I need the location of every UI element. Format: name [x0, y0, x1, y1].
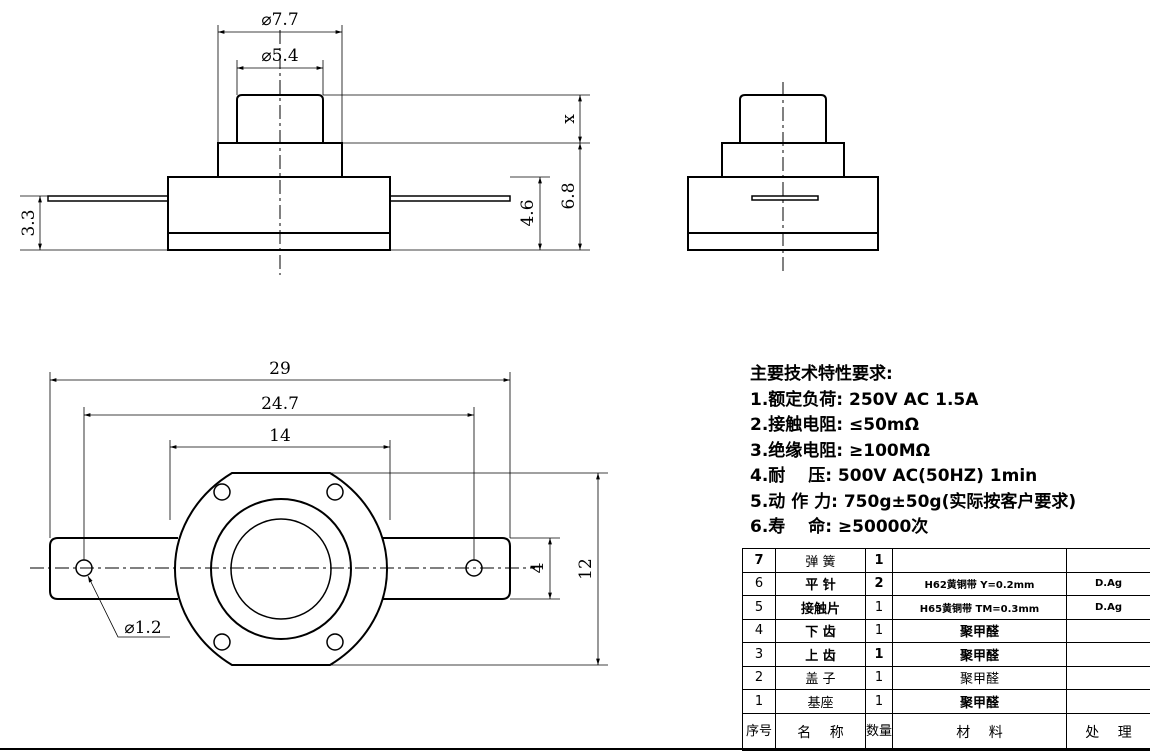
plan-collar-circle [210, 498, 352, 640]
bom-name: 上 齿 [775, 642, 866, 667]
bom-name: 下 齿 [775, 618, 866, 643]
bom-row: 4 下 齿 1 聚甲醛 [742, 618, 1150, 643]
bom-treatment: D.Ag [1066, 595, 1150, 620]
bom-row: 7 弹 簧 1 [742, 548, 1150, 573]
bom-qty: 2 [865, 571, 893, 596]
bom-name: 弹 簧 [775, 548, 866, 573]
dim-w-holes: 24.7 [261, 394, 299, 414]
bom-qty: 1 [865, 618, 893, 643]
dim-d-outer: ⌀7.7 [261, 10, 298, 30]
side-view [687, 82, 879, 275]
bom-material: H62黄铜带 Y=0.2mm [892, 571, 1067, 596]
spec-line: 6.寿 命: ≥50000次 [750, 517, 929, 537]
side-pin [751, 195, 819, 201]
plan-hole-bl [213, 633, 231, 651]
spec-block: 主要技术特性要求: 1.额定负荷: 250V AC 1.5A 2.接触电阻: ≤… [750, 362, 1076, 541]
bom-qty: 1 [865, 665, 893, 690]
dim-w-body: 14 [269, 426, 291, 446]
bom-row: 2 盖 子 1 聚甲醛 [742, 665, 1150, 690]
bom-row: 5 接触片 1 H65黄铜带 TM=0.3mm D.Ag [742, 595, 1150, 620]
bom-row: 6 平 针 2 H62黄铜带 Y=0.2mm D.Ag [742, 571, 1150, 596]
bom-treatment [1066, 689, 1150, 714]
bom-treatment [1066, 618, 1150, 643]
bom-treatment [1066, 642, 1150, 667]
bom-header-row: 序号 名 称 数量 材 料 处 理 [742, 712, 1150, 751]
spec-line: 3.绝缘电阻: ≥100MΩ [750, 440, 931, 461]
bom-name: 基座 [775, 689, 866, 714]
bom-treatment [1066, 665, 1150, 690]
bom-header-no: 序号 [742, 712, 776, 751]
bom-no: 3 [742, 642, 776, 667]
dim-w-overall: 29 [269, 359, 291, 379]
bom-material: H65黄铜带 TM=0.3mm [892, 595, 1067, 620]
bottom-border [0, 748, 1150, 750]
spec-line: 2.接触电阻: ≤50mΩ [750, 415, 920, 435]
bom-name: 接触片 [775, 595, 866, 620]
bom-qty: 1 [865, 689, 893, 714]
dim-d-inner: ⌀5.4 [261, 46, 298, 66]
bom-table: 7 弹 簧 1 6 平 针 2 H62黄铜带 Y=0.2mm D.Ag 5 接触… [742, 548, 1150, 751]
bom-material: 聚甲醛 [892, 689, 1067, 714]
plan-hole-br [326, 633, 344, 651]
plan-view [30, 372, 608, 666]
front-button [236, 94, 324, 143]
bom-treatment: D.Ag [1066, 571, 1150, 596]
bom-no: 7 [742, 548, 776, 573]
dim-d-hole: ⌀1.2 [124, 618, 161, 638]
bom-row: 1 基座 1 聚甲醛 [742, 689, 1150, 714]
bom-material: 聚甲醛 [892, 618, 1067, 643]
bom-qty: 1 [865, 548, 893, 573]
dim-x: x [559, 114, 579, 124]
plan-hole-tr [326, 483, 344, 501]
front-view [20, 25, 590, 275]
dim-h-pin: 3.3 [19, 209, 39, 236]
bom-qty: 1 [865, 595, 893, 620]
bom-name: 平 针 [775, 571, 866, 596]
spec-title: 主要技术特性要求: [750, 364, 893, 384]
bom-no: 1 [742, 689, 776, 714]
dim-h-plan: 12 [576, 558, 596, 580]
bom-no: 4 [742, 618, 776, 643]
dim-w-pin: 4 [528, 563, 548, 574]
bom-material: 聚甲醛 [892, 665, 1067, 690]
spec-line: 1.额定负荷: 250V AC 1.5A [750, 389, 979, 410]
bom-material: 聚甲醛 [892, 642, 1067, 667]
front-body [167, 176, 391, 251]
plan-button-circle [230, 518, 332, 620]
bom-name: 盖 子 [775, 665, 866, 690]
bom-header-treatment: 处 理 [1066, 712, 1150, 751]
bom-row: 3 上 齿 1 聚甲醛 [742, 642, 1150, 667]
dim-h-body: 4.6 [518, 199, 538, 226]
bom-no: 6 [742, 571, 776, 596]
front-pin-left [47, 195, 169, 202]
bom-treatment [1066, 548, 1150, 573]
bom-no: 5 [742, 595, 776, 620]
bom-header-qty: 数量 [865, 712, 893, 751]
bom-material [892, 548, 1067, 573]
bom-header-name: 名 称 [775, 712, 866, 751]
dim-h-total: 6.8 [559, 182, 579, 209]
bom-qty: 1 [865, 642, 893, 667]
spec-line: 4.耐 压: 500V AC(50HZ) 1min [750, 466, 1038, 486]
bom-no: 2 [742, 665, 776, 690]
spec-line: 5.动 作 力: 750g±50g(实际按客户要求) [750, 491, 1077, 512]
plan-hole-tl [213, 483, 231, 501]
plan-body [174, 472, 388, 666]
front-pin-right [389, 195, 511, 202]
bom-header-material: 材 料 [892, 712, 1067, 751]
